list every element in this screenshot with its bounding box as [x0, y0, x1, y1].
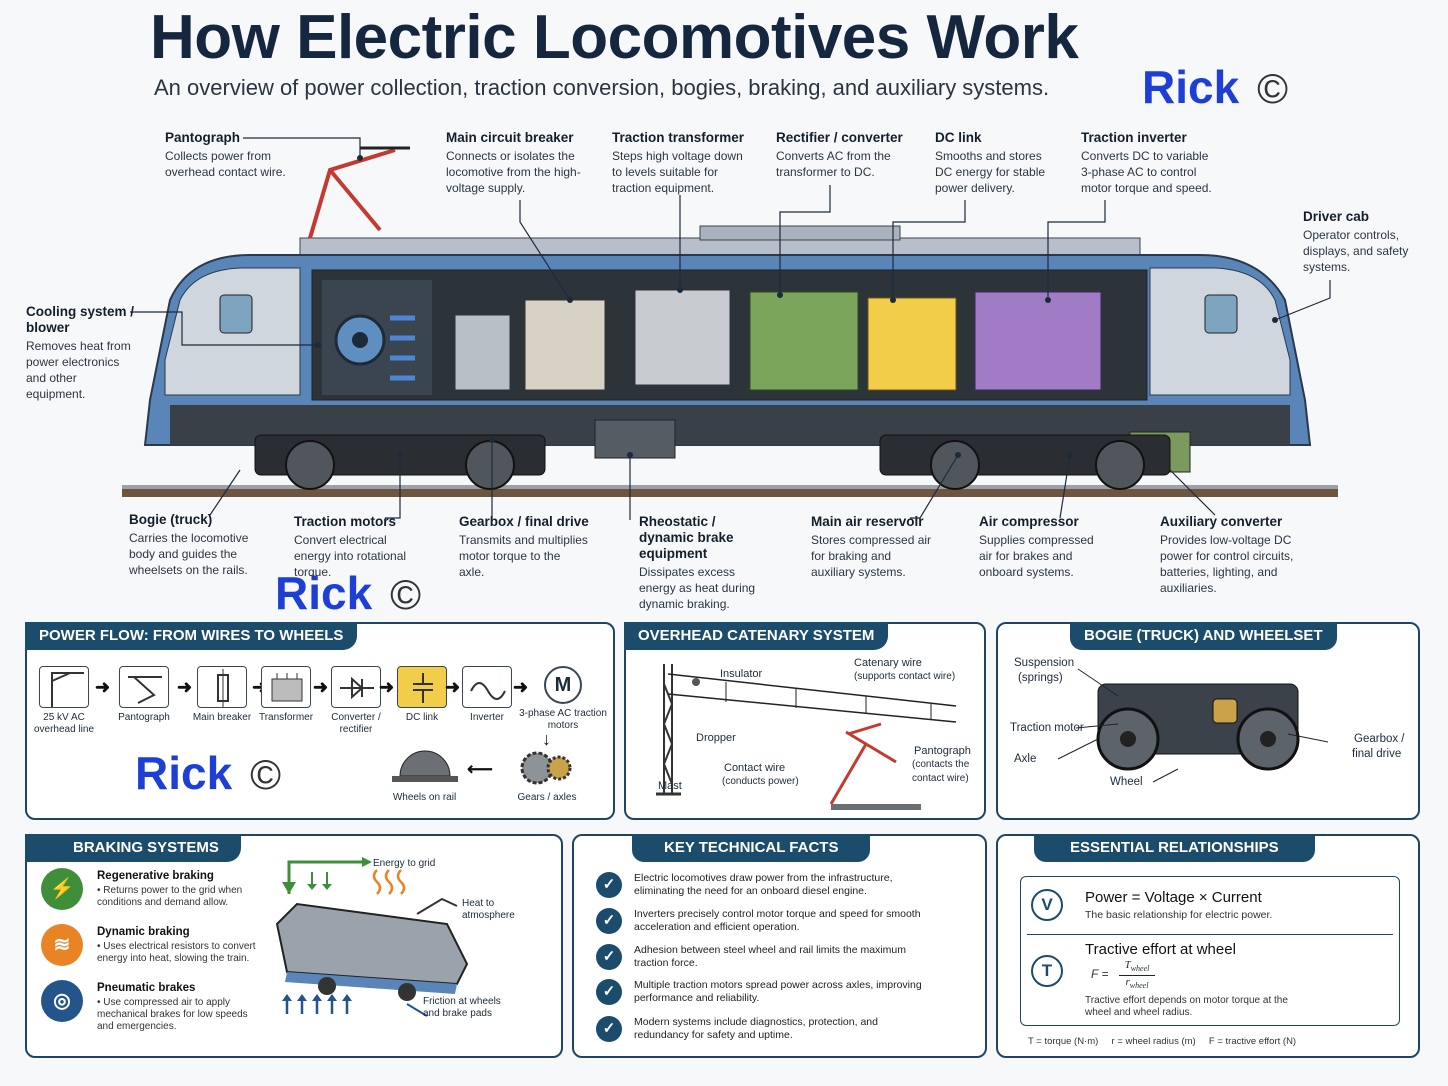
label-suspension-note: (springs) [1018, 672, 1063, 684]
formula-lhs: F = [1091, 967, 1109, 981]
label-suspension: Suspension [1014, 657, 1075, 669]
check-icon: ✓ [596, 872, 622, 898]
flow-step-converter: Converter / rectifier [322, 666, 390, 736]
bogie-drawing [1057, 668, 1329, 783]
torque-icon: T [1031, 955, 1063, 987]
flow-arrow: ➜ [313, 677, 329, 697]
braking-panel: BRAKING SYSTEMS ⚡ Regenerative braking• … [25, 834, 563, 1058]
check-icon: ✓ [596, 1016, 622, 1042]
flow-arrow: ➜ [379, 677, 395, 697]
watermark: Rick© [135, 747, 282, 799]
flow-step-pantograph: Pantograph [113, 666, 175, 724]
check-icon: ✓ [596, 944, 622, 970]
voltage-icon: V [1031, 889, 1063, 921]
catenary-panel: OVERHEAD CATENARY SYSTEM Insulator Caten… [624, 622, 986, 820]
watermark: Rick© [275, 567, 422, 619]
flow-step-traction-motors: M 3-phase AC traction motors [515, 666, 611, 732]
label-dropper: Dropper [696, 732, 736, 744]
label-final-drive: final drive [1352, 748, 1402, 760]
flow-arrow: ➜ [177, 677, 193, 697]
flow-step-transformer: Transformer [255, 666, 317, 724]
catenary-title: OVERHEAD CATENARY SYSTEM [624, 622, 889, 650]
flow-arrow: ➜ [513, 677, 529, 697]
label-pantograph-note: (contacts the contact wire) [912, 759, 970, 784]
relationships-title: ESSENTIAL RELATIONSHIPS [1034, 834, 1315, 862]
check-icon: ✓ [596, 979, 622, 1005]
flow-step-overhead-line: 25 kV AC overhead line [33, 666, 95, 736]
check-icon: ✓ [596, 908, 622, 934]
flow-step-dc-link: DC link [391, 666, 453, 724]
callout-bogie: Bogie (truck)Carries the locomotive body… [129, 512, 249, 577]
braking-drawing [275, 857, 469, 1017]
heat-icon: ≋ [41, 924, 83, 966]
label-gearbox: Gearbox / [1354, 733, 1405, 745]
power-desc: The basic relationship for electric powe… [1085, 909, 1273, 921]
power-flow-title: POWER FLOW: FROM WIRES TO WHEELS [25, 622, 358, 650]
divider [1027, 934, 1393, 935]
label-traction-motor: Traction motor [1010, 722, 1084, 734]
formula-fraction: Twheel rwheel [1119, 959, 1155, 992]
brake-pad-icon: ◎ [41, 980, 83, 1022]
label-friction: Friction at wheels and brake pads [423, 996, 501, 1019]
flow-arrow-down: ↓ [542, 729, 551, 749]
flow-arrow: ➜ [445, 677, 461, 697]
page-title: How Electric Locomotives Work [150, 3, 1079, 72]
label-catenary-wire-note: (supports contact wire) [854, 671, 956, 682]
label-insulator: Insulator [720, 668, 763, 680]
braking-title: BRAKING SYSTEMS [25, 834, 241, 862]
bogie-panel: BOGIE (TRUCK) AND WHEELSET Suspension (s… [996, 622, 1420, 820]
flow-step-wheels: Wheels on rail [387, 746, 462, 804]
lightning-icon: ⚡ [41, 868, 83, 910]
catenary-drawing [656, 664, 957, 810]
flow-arrow: ➜ [95, 677, 111, 697]
label-axle: Axle [1014, 753, 1037, 765]
flow-step-gears: Gears / axles [512, 746, 582, 804]
flow-step-inverter: Inverter [455, 666, 519, 724]
page-subtitle: An overview of power collection, tractio… [154, 75, 1050, 100]
relationships-panel: ESSENTIAL RELATIONSHIPS V Power = Voltag… [996, 834, 1420, 1058]
relationships-legend: T = torque (N·m) r = wheel radius (m) F … [1028, 1036, 1297, 1047]
tractive-title: Tractive effort at wheel [1085, 941, 1236, 958]
flow-arrow-left: ⟵ [467, 759, 493, 779]
label-wheel: Wheel [1110, 776, 1143, 788]
label-pantograph: Pantograph [914, 745, 971, 757]
facts-title: KEY TECHNICAL FACTS [632, 834, 871, 862]
power-flow-panel: POWER FLOW: FROM WIRES TO WHEELS 25 kV A… [25, 622, 615, 820]
flow-step-main-breaker: Main breaker [191, 666, 253, 724]
facts-panel: KEY TECHNICAL FACTS ✓Electric locomotive… [572, 834, 987, 1058]
label-contact-wire-note: (conducts power) [722, 776, 799, 787]
label-mast: Mast [658, 780, 682, 792]
tractive-desc: Tractive effort depends on motor torque … [1085, 995, 1288, 1018]
label-heat: Heat to atmosphere [462, 898, 515, 921]
label-energy-to-grid: Energy to grid [373, 858, 436, 869]
label-contact-wire: Contact wire [724, 762, 786, 774]
bogie-title: BOGIE (TRUCK) AND WHEELSET [1070, 622, 1337, 650]
watermark: Rick© [1142, 61, 1289, 113]
relationships-box: V Power = Voltage × Current The basic re… [1020, 876, 1400, 1026]
power-formula: Power = Voltage × Current [1085, 889, 1262, 906]
label-catenary-wire: Catenary wire [854, 657, 922, 669]
